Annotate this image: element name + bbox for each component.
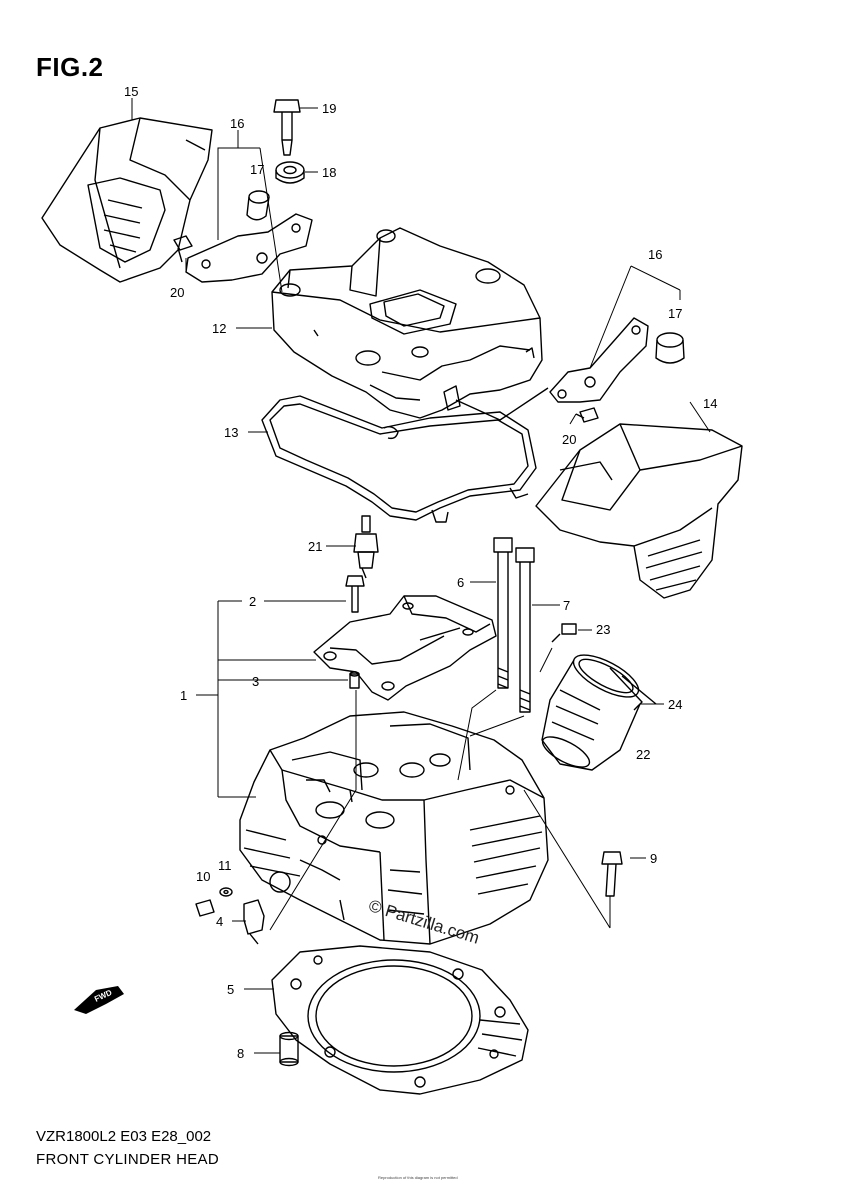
callout-16-left: 16 bbox=[230, 116, 244, 131]
callout-8: 8 bbox=[237, 1046, 244, 1061]
callout-9: 9 bbox=[650, 851, 657, 866]
callout-24: 24 bbox=[668, 697, 682, 712]
right-head-cover-part bbox=[535, 423, 743, 599]
callout-1: 1 bbox=[180, 688, 187, 703]
callout-6: 6 bbox=[457, 575, 464, 590]
callout-18: 18 bbox=[322, 165, 336, 180]
copyright-notice: Reproduction of this diagram is not perm… bbox=[378, 1175, 458, 1180]
cylinder-head-part bbox=[239, 711, 549, 945]
callout-labels: 1 2 3 4 5 6 7 8 9 10 11 12 13 14 15 16 1… bbox=[124, 84, 717, 1061]
callout-16-right: 16 bbox=[648, 247, 662, 262]
callout-17-right: 17 bbox=[668, 306, 682, 321]
small-bolt-part-right bbox=[575, 407, 599, 423]
callout-13: 13 bbox=[224, 425, 238, 440]
callout-20-left: 20 bbox=[170, 285, 184, 300]
small-bolt-part-left bbox=[173, 235, 193, 263]
figure-title: FIG.2 bbox=[36, 52, 104, 82]
washer-part bbox=[275, 161, 305, 184]
dowel-pin-part bbox=[349, 671, 360, 689]
head-bolt-part bbox=[601, 851, 623, 897]
cylinder-head-gasket-part bbox=[271, 945, 529, 1095]
bolt-part bbox=[273, 99, 301, 156]
callout-15: 15 bbox=[124, 84, 138, 99]
callout-17-left: 17 bbox=[250, 162, 264, 177]
callout-4: 4 bbox=[216, 914, 223, 929]
callout-19: 19 bbox=[322, 101, 336, 116]
intake-pipe-part bbox=[541, 654, 657, 771]
callout-5: 5 bbox=[227, 982, 234, 997]
leader-lines bbox=[131, 98, 711, 1054]
callout-14: 14 bbox=[703, 396, 717, 411]
callout-22: 22 bbox=[636, 747, 650, 762]
callout-21: 21 bbox=[308, 539, 322, 554]
callout-7: 7 bbox=[563, 598, 570, 613]
camshaft-holder-part bbox=[313, 595, 497, 701]
callout-3: 3 bbox=[252, 674, 259, 689]
bracket-part-left bbox=[185, 213, 313, 283]
dowel-part-8 bbox=[279, 1031, 299, 1067]
cylinder-head-cover-part bbox=[271, 227, 549, 421]
diagram-code: VZR1800L2 E03 E28_002 bbox=[36, 1128, 212, 1145]
intake-screw-part bbox=[551, 623, 577, 643]
bracket-part-right bbox=[549, 317, 649, 403]
diagram-caption: FRONT CYLINDER HEAD bbox=[36, 1151, 219, 1168]
callout-2: 2 bbox=[249, 594, 256, 609]
grommet-part-left bbox=[246, 190, 270, 221]
grommet-part-right bbox=[655, 332, 685, 364]
spark-plug-part bbox=[353, 515, 379, 579]
callout-11: 11 bbox=[218, 858, 232, 873]
callout-23: 23 bbox=[596, 622, 610, 637]
holder-bolt-part bbox=[345, 575, 365, 613]
callout-12: 12 bbox=[212, 321, 226, 336]
callout-10: 10 bbox=[196, 869, 210, 884]
washer-part-11 bbox=[219, 887, 233, 897]
long-bolt-7-part bbox=[515, 547, 535, 713]
small-bolt-part-10 bbox=[195, 899, 215, 917]
fwd-arrow-icon: FWD bbox=[74, 986, 124, 1014]
callout-20-right: 20 bbox=[562, 432, 576, 447]
left-head-cover-part bbox=[41, 117, 213, 283]
head-cover-gasket-part bbox=[261, 395, 537, 523]
oil-fitting-part bbox=[243, 899, 265, 945]
long-bolt-6-part bbox=[493, 537, 513, 689]
